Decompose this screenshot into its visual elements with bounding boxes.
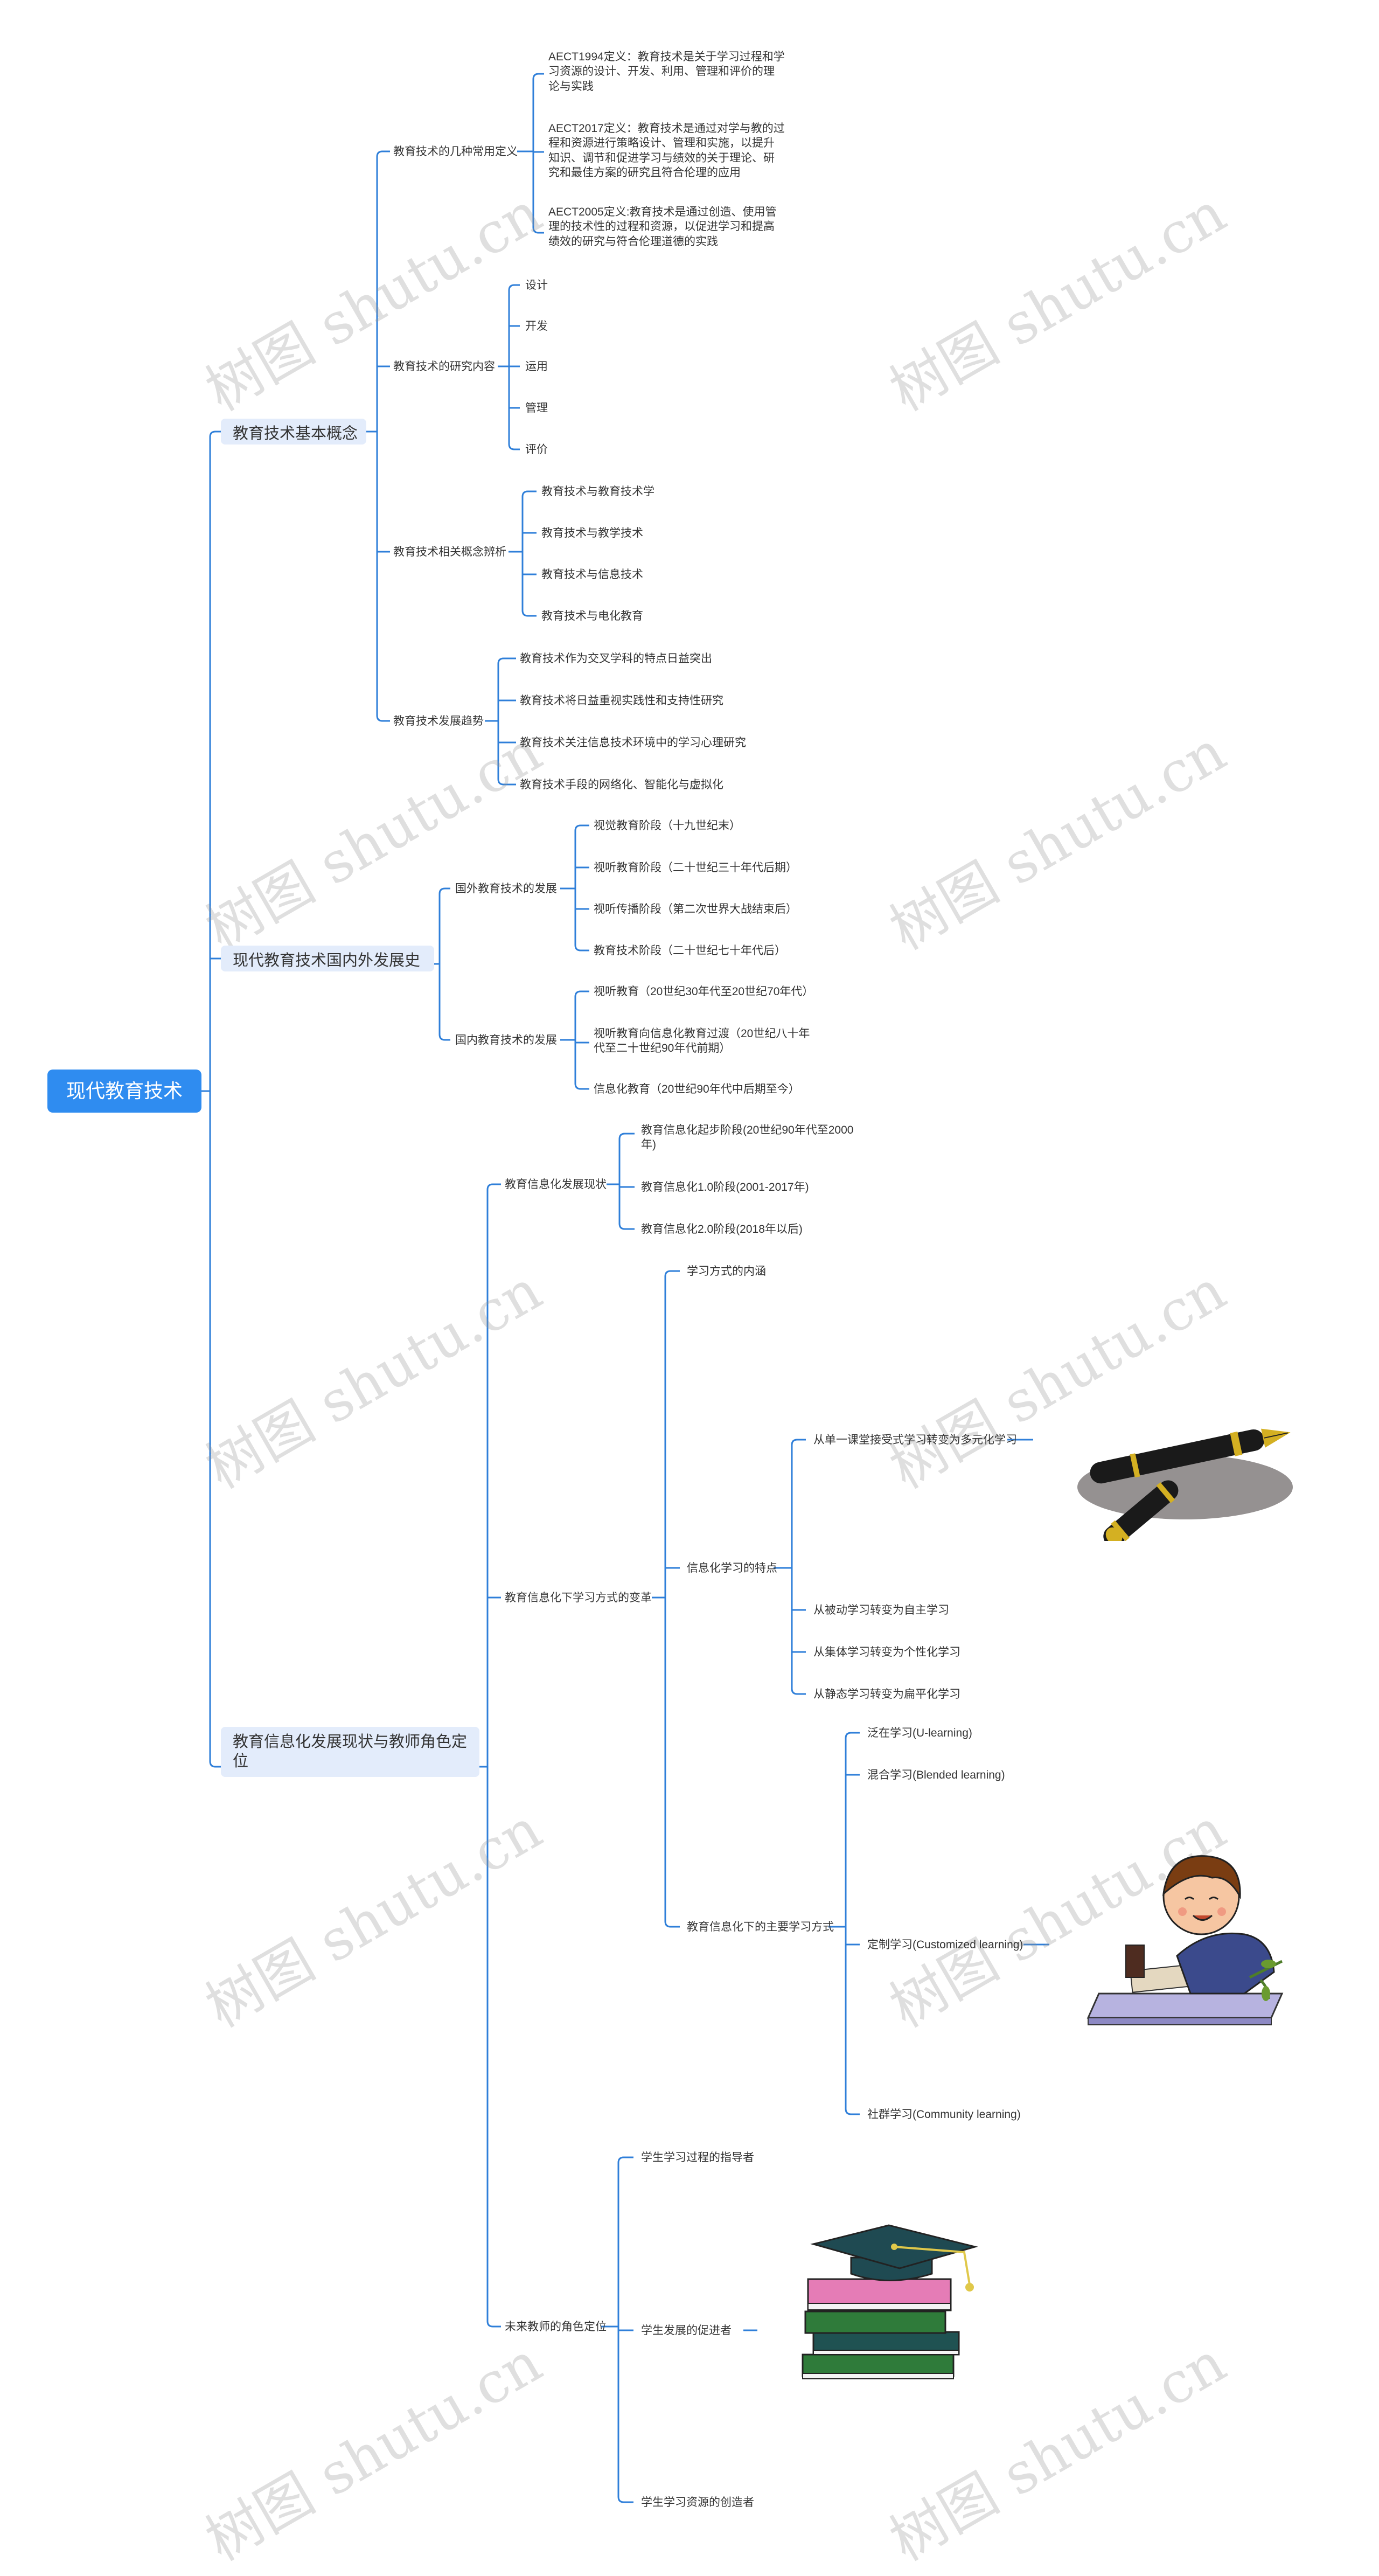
learning-connotation[interactable]: 学习方式的内涵 [687, 1265, 766, 1277]
feature-item[interactable]: 从单一课堂接受式学习转变为多元化学习 [813, 1434, 1017, 1446]
topic-research-content[interactable]: 教育技术的研究内容 [393, 360, 495, 373]
trend-item[interactable]: 教育技术作为交叉学科的特点日益突出 [520, 652, 712, 665]
topic-teacher-roles[interactable]: 未来教师的角色定位 [505, 2321, 607, 2333]
abroad-stage-item[interactable]: 视听教育阶段（二十世纪三十年代后期） [594, 862, 797, 874]
definition-aect1994[interactable]: AECT1994定义：教育技术是关于学习过程和学习资源的设计、开发、利用、管理和… [548, 51, 785, 93]
branch-history[interactable]: 现代教育技术国内外发展史 [221, 946, 434, 971]
topic-status[interactable]: 教育信息化发展现状 [505, 1178, 607, 1191]
concept-item[interactable]: 教育技术与教育技术学 [541, 485, 654, 498]
research-item[interactable]: 设计 [525, 279, 548, 291]
concept-item[interactable]: 教育技术与信息技术 [541, 568, 643, 581]
concept-item[interactable]: 教育技术与教学技术 [541, 527, 643, 539]
topic-definitions[interactable]: 教育技术的几种常用定义 [393, 145, 518, 158]
branch-basic-concepts[interactable]: 教育技术基本概念 [221, 419, 366, 445]
abroad-stage-item[interactable]: 视听传播阶段（第二次世界大战结束后） [594, 903, 797, 915]
role-item[interactable]: 学生发展的促进者 [641, 2324, 732, 2337]
status-stage-item[interactable]: 教育信息化起步阶段(20世纪90年代至2000年) [641, 1124, 854, 1151]
learning-mode-item[interactable]: 定制学习(Customized learning) [867, 1939, 1023, 1951]
topic-abroad-development[interactable]: 国外教育技术的发展 [455, 883, 557, 895]
trend-item[interactable]: 教育技术将日益重视实践性和支持性研究 [520, 695, 723, 707]
feature-item[interactable]: 从集体学习转变为个性化学习 [813, 1646, 960, 1658]
trend-item[interactable]: 教育技术关注信息技术环境中的学习心理研究 [520, 737, 746, 749]
feature-item[interactable]: 从被动学习转变为自主学习 [813, 1604, 949, 1616]
topic-concept-analysis[interactable]: 教育技术相关概念辨析 [393, 546, 506, 558]
learning-mode-item[interactable]: 社群学习(Community learning) [867, 2108, 1021, 2121]
domestic-stage-item[interactable]: 信息化教育（20世纪90年代中后期至今） [594, 1083, 800, 1095]
trend-item[interactable]: 教育技术手段的网络化、智能化与虚拟化 [520, 779, 723, 791]
topic-trends[interactable]: 教育技术发展趋势 [393, 715, 484, 727]
research-item[interactable]: 评价 [525, 443, 548, 456]
root-node[interactable]: 现代教育技术 [47, 1070, 201, 1113]
definition-aect2005[interactable]: AECT2005定义:教育技术是通过创造、使用管理的技术性的过程和资源，以促进学… [548, 206, 777, 248]
status-stage-item[interactable]: 教育信息化2.0阶段(2018年以后) [641, 1223, 803, 1235]
research-item[interactable]: 开发 [525, 320, 548, 332]
learning-mode-item[interactable]: 混合学习(Blended learning) [867, 1769, 1005, 1781]
boy-painting-icon [1087, 1855, 1284, 2025]
abroad-stage-item[interactable]: 视觉教育阶段（十九世纪末） [594, 820, 741, 832]
domestic-stage-item[interactable]: 视听教育向信息化教育过渡（20世纪八十年代至二十世纪90年代前期） [594, 1027, 810, 1055]
topic-learning-change[interactable]: 教育信息化下学习方式的变革 [505, 1592, 652, 1604]
branch-informatization[interactable]: 教育信息化发展现状与教师角色定位 [221, 1727, 479, 1777]
learning-mode-item[interactable]: 泛在学习(U-learning) [867, 1727, 972, 1739]
domestic-stage-item[interactable]: 视听教育（20世纪30年代至20世纪70年代） [594, 985, 814, 998]
definition-aect2017[interactable]: AECT2017定义：教育技术是通过对学与教的过程和资源进行策略设计、管理和实施… [548, 122, 785, 179]
role-item[interactable]: 学生学习资源的创造者 [641, 2496, 754, 2509]
status-stage-item[interactable]: 教育信息化1.0阶段(2001-2017年) [641, 1181, 809, 1193]
feature-item[interactable]: 从静态学习转变为扁平化学习 [813, 1688, 960, 1700]
fountain-pen-icon [1077, 1428, 1293, 1541]
topic-learning-modes[interactable]: 教育信息化下的主要学习方式 [687, 1921, 834, 1933]
topic-learning-features[interactable]: 信息化学习的特点 [687, 1562, 777, 1574]
role-item[interactable]: 学生学习过程的指导者 [641, 2151, 754, 2164]
research-item[interactable]: 管理 [525, 402, 548, 414]
research-item[interactable]: 运用 [525, 360, 548, 373]
graduation-cap-books-icon [802, 2224, 978, 2379]
concept-item[interactable]: 教育技术与电化教育 [541, 610, 643, 622]
topic-domestic-development[interactable]: 国内教育技术的发展 [455, 1034, 557, 1046]
abroad-stage-item[interactable]: 教育技术阶段（二十世纪七十年代后） [594, 945, 786, 957]
